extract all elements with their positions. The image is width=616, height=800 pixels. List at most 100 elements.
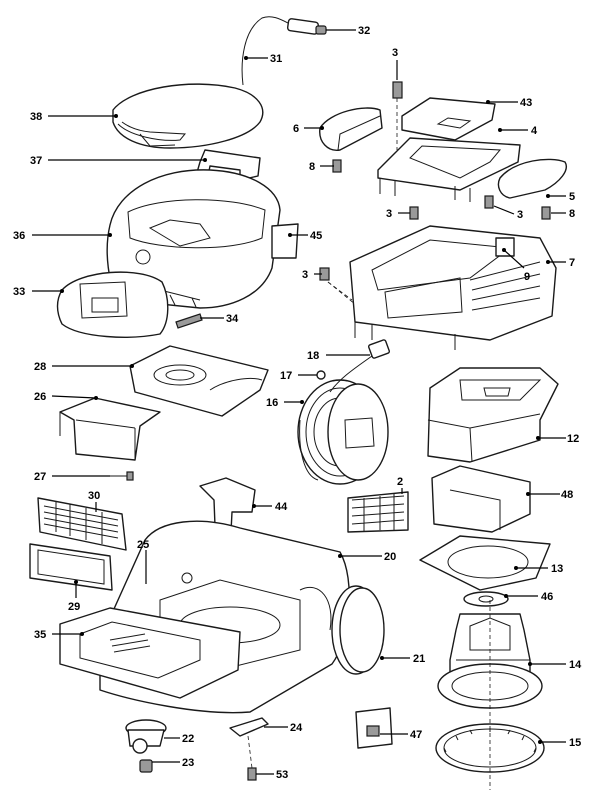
callout-16: 16 (266, 397, 304, 409)
part-cord-plug-18 (329, 339, 390, 393)
callout-12-text: 12 (567, 433, 579, 445)
part-motor-housing-12 (427, 367, 559, 463)
callout-3a-text: 3 (392, 47, 398, 59)
callout-7-text: 7 (569, 257, 575, 269)
callout-8b: 8 (551, 208, 575, 220)
callout-34-text: 34 (226, 313, 239, 325)
part-pin-27 (110, 471, 134, 481)
callout-29-text: 29 (68, 601, 80, 613)
callout-36-text: 36 (13, 230, 25, 242)
callout-38-text: 38 (30, 111, 42, 123)
callout-32-text: 32 (358, 25, 370, 37)
callout-37-text: 37 (30, 155, 42, 167)
callout-30: 30 (88, 490, 100, 512)
callout-22: 22 (164, 733, 194, 745)
part-upper-body-36 (106, 169, 281, 309)
callout-47: 47 (380, 729, 422, 741)
part-stud-23 (139, 759, 153, 773)
callout-8b-text: 8 (569, 208, 575, 220)
callout-22-text: 22 (182, 733, 194, 745)
part-duct-48 (431, 465, 531, 533)
callout-23-text: 23 (182, 757, 194, 769)
callout-9: 9 (502, 248, 530, 283)
callout-35-text: 35 (34, 629, 46, 641)
part-side-cover-5 (497, 158, 567, 199)
callout-31-text: 31 (270, 53, 282, 65)
callout-38: 38 (30, 111, 118, 123)
callout-29: 29 (68, 580, 80, 613)
callout-34: 34 (200, 313, 239, 325)
part-housing-frame-4 (377, 137, 521, 202)
callout-4: 4 (498, 125, 538, 137)
part-front-intake-35 (59, 607, 241, 699)
callout-27: 27 (34, 471, 110, 483)
callout-48: 48 (526, 489, 573, 501)
callout-15-text: 15 (569, 737, 581, 749)
part-dust-bag-28 (129, 345, 269, 417)
part-bag-holder-26 (59, 397, 161, 461)
callout-24: 24 (264, 722, 303, 734)
part-wheel-21 (331, 585, 385, 675)
callout-6-text: 6 (293, 123, 299, 135)
callout-3c: 3 (493, 205, 523, 221)
callout-47-text: 47 (410, 729, 422, 741)
callout-5: 5 (546, 191, 575, 203)
part-cable-reel-16 (297, 379, 389, 485)
callout-33: 33 (13, 286, 64, 298)
part-screw-8b (541, 206, 551, 220)
part-clip-47 (355, 707, 393, 749)
part-filter-grille-30 (37, 497, 127, 551)
callout-4-text: 4 (531, 125, 538, 137)
callout-3d-text: 3 (302, 269, 308, 281)
callout-44-text: 44 (275, 501, 288, 513)
callout-14-text: 14 (569, 659, 582, 671)
callout-46: 46 (504, 591, 553, 603)
callout-2-text: 2 (397, 476, 403, 488)
part-plate-45 (271, 223, 299, 259)
callout-20: 20 (338, 551, 396, 563)
callout-36: 36 (13, 230, 112, 242)
callout-23: 23 (152, 757, 194, 769)
part-screw-3b (409, 206, 419, 220)
part-screw-3c (484, 195, 494, 209)
callout-5-text: 5 (569, 191, 575, 203)
callout-3a: 3 (392, 47, 398, 80)
callout-8a: 8 (309, 161, 334, 173)
callout-13: 13 (514, 563, 563, 575)
callout-33-text: 33 (13, 286, 25, 298)
callout-44: 44 (252, 501, 288, 513)
callout-46-text: 46 (541, 591, 553, 603)
part-castor-22 (125, 719, 167, 754)
callout-45-text: 45 (310, 230, 322, 242)
callout-14: 14 (528, 659, 582, 671)
callout-2: 2 (397, 476, 403, 494)
part-flat-lid-43 (401, 97, 496, 141)
callout-28-text: 28 (34, 361, 46, 373)
callout-30-text: 30 (88, 490, 100, 502)
callout-7: 7 (546, 257, 575, 269)
callout-31: 31 (244, 53, 282, 65)
part-front-bumper-33 (56, 271, 169, 338)
callout-13-text: 13 (551, 563, 563, 575)
callout-37: 37 (30, 155, 207, 167)
callout-32: 32 (326, 25, 370, 37)
callout-9-text: 9 (524, 271, 530, 283)
callout-43: 43 (486, 97, 532, 109)
part-gasket-13 (419, 535, 551, 591)
callout-43-text: 43 (520, 97, 532, 109)
callout-16-text: 16 (266, 397, 278, 409)
callout-20-text: 20 (384, 551, 396, 563)
part-filter-frame-29 (29, 543, 113, 591)
part-screw-53 (247, 767, 257, 781)
callout-53: 53 (256, 769, 288, 781)
callout-48-text: 48 (561, 489, 573, 501)
callout-45: 45 (288, 230, 322, 242)
part-filter-2 (347, 491, 409, 533)
part-spacer-46 (463, 591, 509, 607)
callout-3d: 3 (302, 269, 322, 281)
callout-18: 18 (307, 350, 370, 362)
callout-18-text: 18 (307, 350, 319, 362)
callout-25: 25 (137, 539, 149, 584)
part-bracket-24 (229, 717, 269, 769)
